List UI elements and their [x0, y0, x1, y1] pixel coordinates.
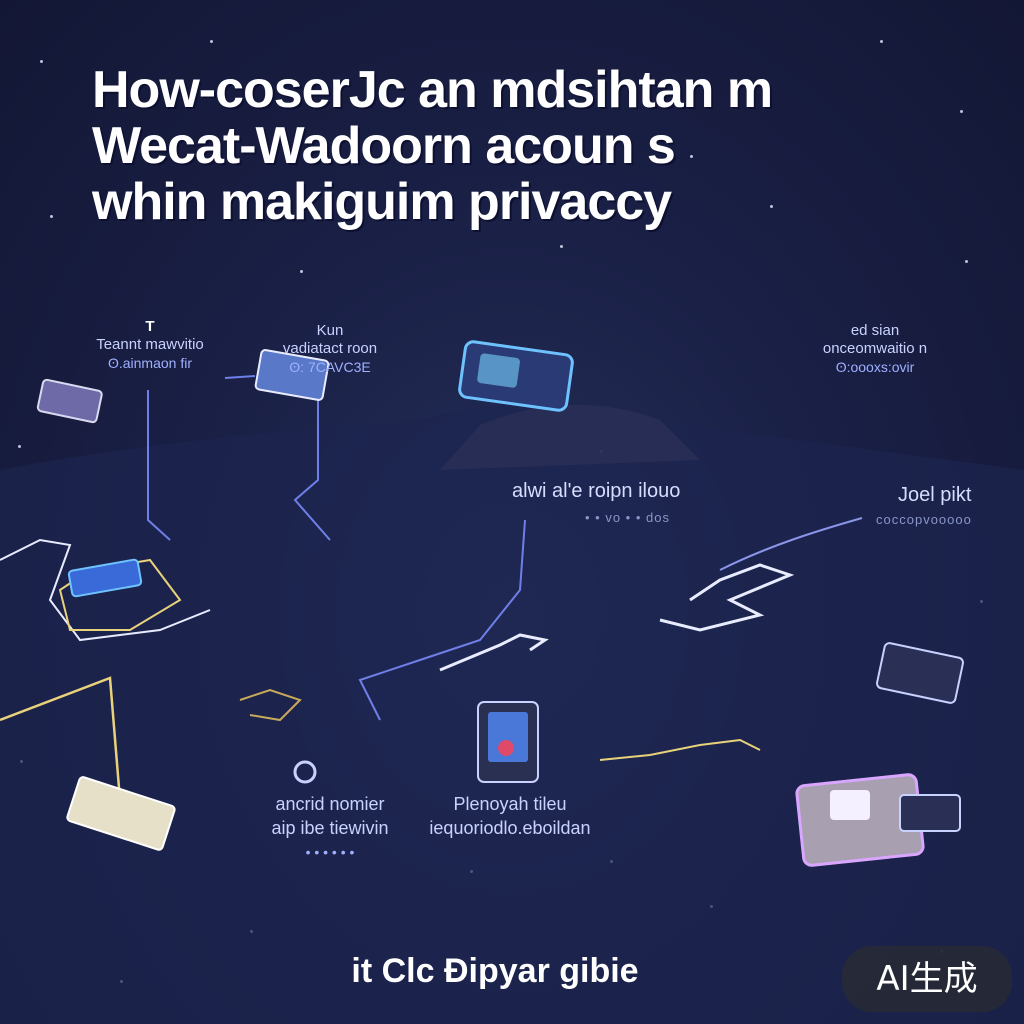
label-top-right-line-2: onceomwaitio n: [822, 340, 928, 357]
connector-line-left: [147, 390, 171, 541]
label-top-center-line-1: Kun: [316, 322, 344, 339]
box-device-bottom-right: [795, 773, 961, 867]
gold-scribble: [239, 688, 302, 722]
connector-line-middle: [358, 519, 526, 721]
white-stroke-middle: [439, 633, 549, 672]
label-bottom-left-line-2: aip ibe tiewivin: [271, 818, 389, 838]
bottom-caption: it Clc Đipyar gibie: [351, 952, 639, 990]
label-top-center-line-3: ʘ: 7CAVC3E: [289, 359, 371, 375]
label-top-left-line-2: ʘ.ainmaon fir: [107, 355, 193, 371]
tablet-device-top-left: [36, 378, 103, 424]
label-bottom-left-line-1: ancrid nomier: [275, 794, 385, 814]
label-bottom-center: Plenoyah tileu iequoriodlo.eboildan: [410, 792, 610, 840]
label-right-line-1: Joel pikt: [898, 484, 972, 506]
label-bottom-center-line-2: iequoriodlo.eboildan: [429, 818, 591, 838]
ai-generated-badge: AI生成: [842, 946, 1012, 1012]
headline-line-3: whin makiguim privaccy: [92, 173, 672, 231]
label-bottom-left-line-3: • • • • • •: [305, 844, 355, 860]
label-bottom-left: ancrid nomier aip ibe tiewivin • • • • •…: [225, 792, 435, 864]
label-top-center-line-2: vadiatact roon: [282, 340, 378, 357]
connector-stub: [224, 375, 256, 379]
headline-line-2: Wecat-Wadoorn acoun s: [92, 117, 676, 175]
white-stroke-left: [0, 538, 211, 642]
mountain-peak: [440, 404, 700, 470]
label-top-right-line-3: ʘ:oooxs:ovir: [835, 359, 915, 375]
laptop-device-right: [876, 642, 964, 704]
open-laptop-device-bottom-left: [66, 776, 176, 851]
label-top-right: ed sian onceomwaitio n ʘ:oooxs:ovir: [800, 322, 950, 376]
gold-line-right: [599, 738, 761, 761]
label-middle-line-2: • • vo • • dos: [585, 510, 670, 525]
card-device-left: [67, 558, 143, 598]
headline-line-1: How-coserЈc an mdsihtan m: [92, 61, 773, 119]
door-lock-device-bottom-center: [477, 701, 539, 783]
headline: How-coserЈc an mdsihtan m Wecat-Wadoorn …: [92, 62, 872, 230]
white-stroke-right: [659, 563, 795, 632]
label-bottom-center-line-1: Plenoyah tileu: [453, 794, 567, 814]
label-top-right-line-1: ed sian: [850, 322, 900, 339]
label-top-left-line-1: Teannt mawvitio: [96, 336, 204, 353]
gold-line-left: [0, 676, 122, 801]
label-right-line-2: coccopvooooo: [876, 512, 972, 527]
circle-icon: [293, 760, 317, 784]
laptop-device-top-center: [254, 349, 330, 401]
label-middle-line-1: alwi al'e roipn ilouo: [512, 480, 681, 502]
label-top-left-icon: T: [145, 318, 155, 335]
connector-line-center: [293, 400, 331, 541]
connector-line-right: [719, 517, 863, 571]
label-top-center: Kun vadiatact roon ʘ: 7CAVC3E: [250, 322, 410, 376]
phone-device-top-right: [458, 340, 574, 412]
label-top-left: T Teannt mawvitio ʘ.ainmaon fir: [70, 318, 230, 372]
